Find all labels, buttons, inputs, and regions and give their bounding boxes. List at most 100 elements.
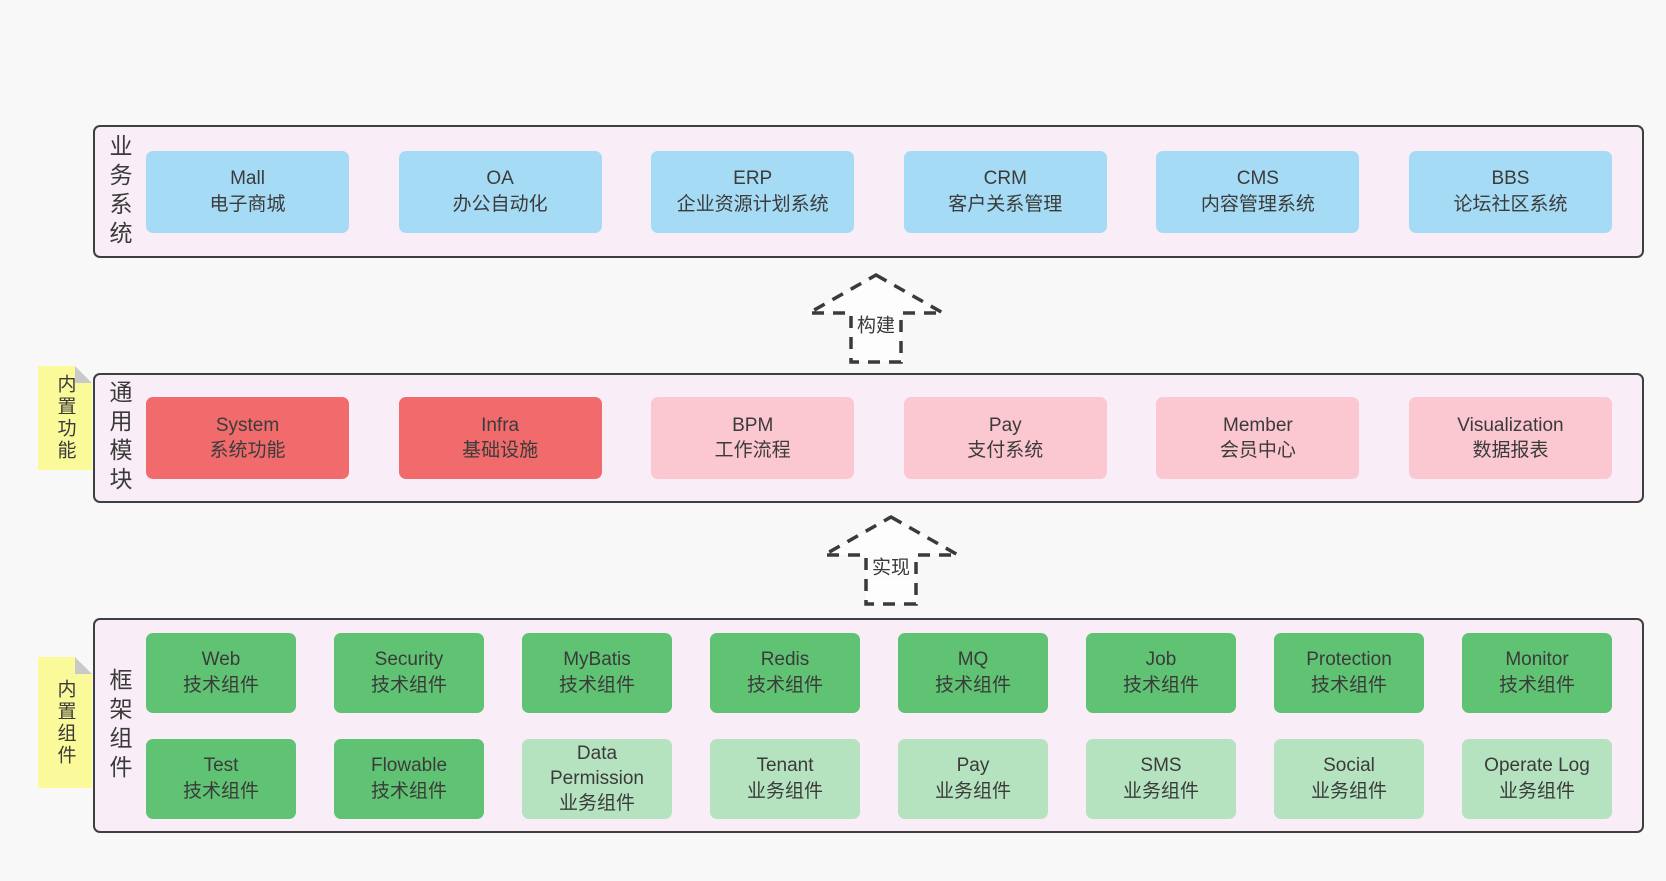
box-sms: SMS 业务组件 — [1086, 738, 1236, 819]
box-subtitle: 业务组件 — [1122, 780, 1199, 802]
box-web: Web 技术组件 — [146, 632, 296, 713]
box-member: Member 会员中心 — [1156, 397, 1360, 479]
box-name: OA — [486, 168, 514, 190]
box-name: Pay — [988, 414, 1022, 436]
box-job: Job 技术组件 — [1086, 632, 1236, 713]
common-modules-label: 通用模块 — [106, 380, 132, 496]
box-infra: Infra 基础设施 — [398, 397, 602, 479]
box-tenant: Tenant 业务组件 — [710, 738, 860, 819]
build-up-arrow-icon: 构建 — [806, 272, 946, 366]
box-subtitle: 业务组件 — [934, 780, 1011, 802]
business-systems-panel: 业务系统 Mall 电子商城 OA 办公自动化 ERP 企业资源计划系统 CRM… — [93, 125, 1644, 258]
box-name: BPM — [732, 414, 774, 436]
build-arrow-label: 构建 — [853, 310, 899, 338]
box-name: Operate Log — [1484, 755, 1590, 777]
business-systems-row: Mall 电子商城 OA 办公自动化 ERP 企业资源计划系统 CRM 客户关系… — [130, 150, 1642, 233]
box-pay-component: Pay 业务组件 — [898, 738, 1048, 819]
business-systems-label: 业务系统 — [106, 133, 132, 250]
box-subtitle: 客户关系管理 — [948, 193, 1063, 215]
framework-components-grid: Web 技术组件 Security 技术组件 MyBatis 技术组件 Redi… — [130, 632, 1642, 819]
box-name: Member — [1223, 414, 1293, 436]
box-name: SMS — [1140, 755, 1182, 777]
box-name: MyBatis — [563, 649, 631, 671]
box-name: Infra — [481, 414, 520, 436]
box-bbs: BBS 论坛社区系统 — [1408, 150, 1612, 233]
box-crm: CRM 客户关系管理 — [903, 150, 1107, 233]
box-subtitle: 技术组件 — [1310, 674, 1387, 696]
box-subtitle: 业务组件 — [558, 793, 635, 815]
box-subtitle: 电子商城 — [209, 193, 286, 215]
box-name: Flowable — [370, 755, 448, 777]
box-subtitle: 技术组件 — [182, 780, 259, 802]
box-name: Job — [1145, 649, 1177, 671]
box-name: Data Permission — [550, 742, 644, 789]
framework-components-label: 框架组件 — [106, 667, 132, 784]
box-mall: Mall 电子商城 — [146, 150, 349, 233]
box-subtitle: 基础设施 — [462, 440, 539, 461]
sticky-note-text: 内置功能 — [54, 374, 76, 462]
box-name: ERP — [733, 168, 773, 190]
sticky-note-text: 内置组件 — [54, 678, 76, 767]
box-subtitle: 内容管理系统 — [1200, 193, 1315, 215]
box-system: System 系统功能 — [146, 397, 349, 479]
box-erp: ERP 企业资源计划系统 — [651, 150, 855, 233]
implement-arrow-label: 实现 — [868, 552, 914, 580]
box-subtitle: 技术组件 — [934, 674, 1011, 696]
box-subtitle: 技术组件 — [182, 674, 259, 696]
box-subtitle: 技术组件 — [558, 674, 635, 696]
box-subtitle: 工作流程 — [714, 440, 791, 461]
box-oa: OA 办公自动化 — [398, 150, 602, 233]
box-name: Test — [203, 755, 239, 777]
box-subtitle: 业务组件 — [746, 780, 823, 802]
box-subtitle: 技术组件 — [746, 674, 823, 696]
sticky-note-fold-icon — [75, 366, 92, 383]
box-subtitle: 技术组件 — [370, 674, 447, 696]
box-subtitle: 办公自动化 — [452, 193, 548, 215]
box-name: Social — [1323, 755, 1375, 777]
box-name: Protection — [1306, 649, 1392, 671]
sticky-note-built-in-features: 内置功能 — [38, 366, 92, 470]
box-pay-module: Pay 支付系统 — [903, 397, 1107, 479]
box-subtitle: 业务组件 — [1498, 780, 1575, 802]
box-subtitle: 系统功能 — [209, 440, 286, 461]
box-name: Pay — [956, 755, 990, 777]
box-name: Redis — [760, 649, 810, 671]
box-name: Security — [374, 649, 444, 671]
box-operate-log: Operate Log 业务组件 — [1462, 738, 1612, 819]
box-mq: MQ 技术组件 — [898, 632, 1048, 713]
box-subtitle: 企业资源计划系统 — [676, 193, 829, 215]
box-subtitle: 会员中心 — [1219, 440, 1296, 461]
implement-up-arrow-icon: 实现 — [821, 514, 961, 608]
box-test: Test 技术组件 — [146, 738, 296, 819]
box-name: Tenant — [756, 755, 814, 777]
box-name: BBS — [1491, 168, 1530, 190]
box-monitor: Monitor 技术组件 — [1462, 632, 1612, 713]
box-subtitle: 技术组件 — [370, 780, 447, 802]
box-name: Mall — [230, 168, 265, 190]
box-social: Social 业务组件 — [1274, 738, 1424, 819]
box-subtitle: 论坛社区系统 — [1453, 193, 1568, 215]
box-bpm: BPM 工作流程 — [651, 397, 855, 479]
box-subtitle: 数据报表 — [1472, 440, 1549, 461]
box-visualization: Visualization 数据报表 — [1408, 397, 1612, 479]
box-protection: Protection 技术组件 — [1274, 632, 1424, 713]
common-modules-panel: 通用模块 System 系统功能 Infra 基础设施 BPM 工作流程 Pay… — [93, 373, 1644, 503]
box-subtitle: 支付系统 — [967, 440, 1044, 461]
box-mybatis: MyBatis 技术组件 — [522, 632, 672, 713]
common-modules-row: System 系统功能 Infra 基础设施 BPM 工作流程 Pay 支付系统… — [130, 397, 1642, 479]
box-subtitle: 技术组件 — [1122, 674, 1199, 696]
box-cms: CMS 内容管理系统 — [1156, 150, 1360, 233]
box-name: CRM — [983, 168, 1027, 190]
box-name: MQ — [957, 649, 989, 671]
box-redis: Redis 技术组件 — [710, 632, 860, 713]
box-name: Web — [201, 649, 241, 671]
framework-components-panel: 框架组件 Web 技术组件 Security 技术组件 MyBatis 技术组件… — [93, 618, 1644, 833]
box-security: Security 技术组件 — [334, 632, 484, 713]
box-name: Visualization — [1457, 414, 1564, 436]
box-data-permission: Data Permission 业务组件 — [522, 738, 672, 819]
box-name: CMS — [1236, 168, 1279, 190]
box-name: System — [215, 414, 280, 436]
sticky-note-fold-icon — [75, 657, 92, 674]
box-flowable: Flowable 技术组件 — [334, 738, 484, 819]
box-subtitle: 业务组件 — [1310, 780, 1387, 802]
